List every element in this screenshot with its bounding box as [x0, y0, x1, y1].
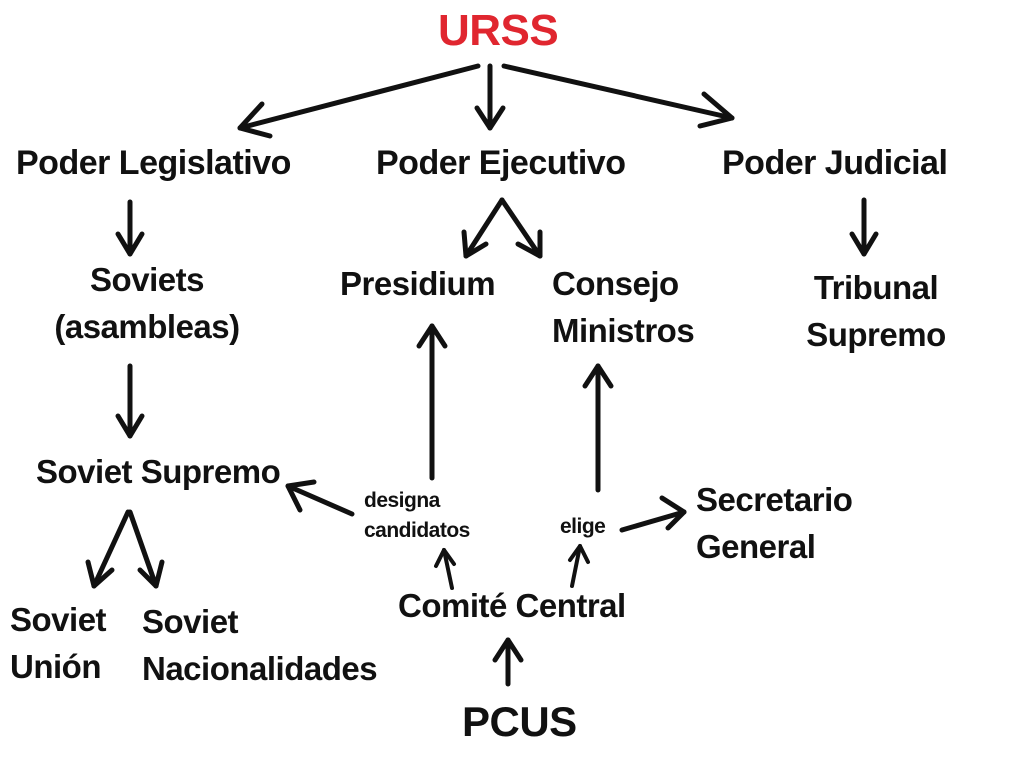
council-line-1: Consejo — [552, 265, 679, 302]
label-elige: elige — [560, 515, 606, 538]
secretary-line-2: General — [696, 528, 816, 565]
arrow-supreme-to-nationalities — [127, 509, 165, 589]
node-soviet-supremo: Soviet Supremo — [36, 453, 281, 490]
designates-line-1: designa — [364, 489, 440, 512]
arrow-urss-to-legislative — [237, 63, 481, 139]
arrow-executive-to-council — [499, 197, 543, 259]
arrow-committee-to-elects — [568, 544, 590, 588]
secretary-line-1: Secretario — [696, 481, 853, 518]
arrow-pcus-to-committee — [492, 637, 524, 687]
union-line-1: Soviet — [10, 601, 107, 638]
node-soviet-nacionalidades: Soviet Nacionalidades — [142, 598, 378, 692]
arrow-urss-to-judicial — [501, 63, 735, 129]
node-secretario-general: Secretario General — [696, 476, 853, 570]
label-designa-candidatos: designa candidatos — [364, 486, 470, 546]
arrow-elects-to-council — [582, 363, 614, 493]
node-consejo-ministros: Consejo Ministros — [552, 260, 695, 354]
arrow-judicial-to-tribunal — [849, 197, 879, 257]
council-line-2: Ministros — [552, 312, 695, 349]
node-poder-legislativo: Poder Legislativo — [16, 144, 291, 182]
arrow-committee-to-designates — [434, 548, 456, 590]
diagram-title-urss: URSS — [438, 6, 559, 55]
nationalities-line-2: Nacionalidades — [142, 650, 378, 687]
node-pcus: PCUS — [462, 698, 577, 745]
node-poder-ejecutivo: Poder Ejecutivo — [376, 144, 626, 182]
soviets-line-2: (asambleas) — [54, 308, 240, 345]
designates-line-2: candidatos — [364, 519, 470, 542]
node-poder-judicial: Poder Judicial — [722, 144, 948, 182]
union-line-2: Unión — [10, 648, 101, 685]
arrow-supreme-to-union — [85, 509, 131, 589]
node-soviets-asambleas: Soviets (asambleas) — [52, 256, 242, 350]
tribunal-line-1: Tribunal — [813, 269, 939, 306]
arrow-executive-to-presidium — [461, 197, 505, 259]
node-presidium: Presidium — [340, 265, 496, 302]
arrow-designates-to-presidium — [416, 323, 448, 481]
arrow-legislative-to-soviets — [115, 199, 145, 257]
nationalities-line-1: Soviet — [142, 603, 239, 640]
soviets-line-1: Soviets — [90, 261, 204, 298]
tribunal-line-2: Supremo — [806, 316, 946, 353]
arrow-soviets-to-supreme — [115, 363, 145, 439]
arrow-designates-to-supreme — [285, 479, 355, 517]
arrow-urss-to-executive — [474, 63, 506, 131]
node-comite-central: Comité Central — [398, 587, 626, 624]
node-tribunal-supremo: Tribunal Supremo — [796, 264, 956, 358]
arrow-elects-to-secretary — [619, 495, 687, 533]
node-soviet-union: Soviet Unión — [10, 596, 107, 690]
